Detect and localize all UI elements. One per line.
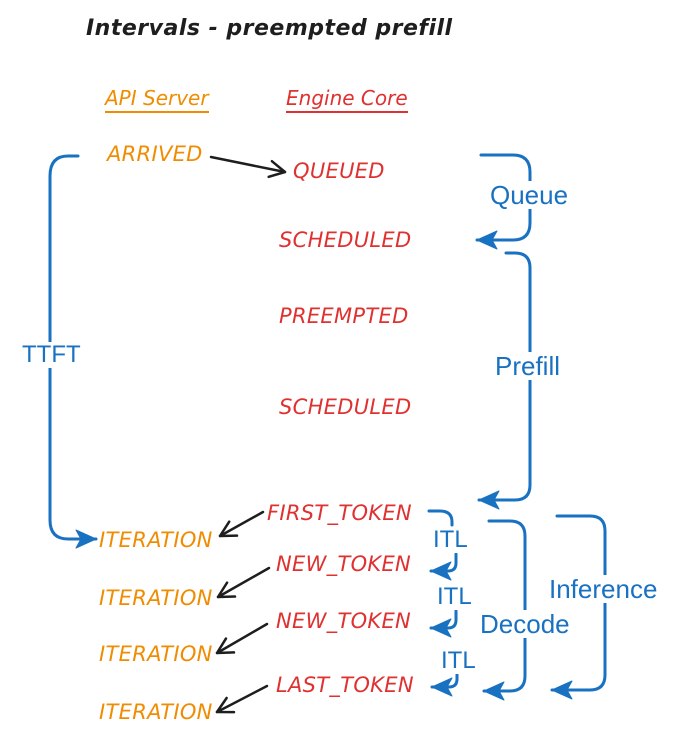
interval-label-inference: Inference <box>546 575 661 603</box>
inference-bracket-arrow <box>550 514 607 700</box>
interval-label-itl-3: ITL <box>438 648 479 674</box>
interval-label-ttft: TTFT <box>19 342 84 368</box>
itl2-hook-arrow <box>429 609 458 638</box>
event-iteration-4: ITERATION <box>99 700 213 724</box>
event-preempted: PREEMPTED <box>279 304 409 328</box>
event-iteration-1: ITERATION <box>99 528 213 552</box>
decode-bracket-arrow <box>482 519 527 701</box>
event-first-token: FIRST_TOKEN <box>267 501 412 525</box>
arrow-new-token-to-iteration-1 <box>216 566 271 599</box>
arrow-last-token-to-iteration <box>215 684 269 714</box>
page-title: Intervals - preempted prefill <box>86 16 453 41</box>
event-new-token-2: NEW_TOKEN <box>276 609 412 633</box>
api-server-column-header: API Server <box>105 88 209 113</box>
arrow-first-token-to-iteration <box>218 510 265 538</box>
arrow-arrived-to-queued <box>209 155 287 179</box>
engine-core-column-header: Engine Core <box>286 88 408 113</box>
interval-label-prefill: Prefill <box>492 352 564 380</box>
interval-label-itl-2: ITL <box>434 584 475 610</box>
arrow-new-token-to-iteration-2 <box>215 622 269 655</box>
itl1-top-bracket <box>427 509 454 527</box>
event-iteration-3: ITERATION <box>99 642 213 666</box>
event-iteration-2: ITERATION <box>99 586 213 610</box>
interval-label-decode: Decode <box>477 610 573 638</box>
interval-label-queue: Queue <box>487 181 572 209</box>
event-last-token: LAST_TOKEN <box>276 673 414 697</box>
event-new-token-1: NEW_TOKEN <box>276 552 412 576</box>
event-scheduled-1: SCHEDULED <box>279 228 412 252</box>
interval-label-itl-1: ITL <box>430 527 471 553</box>
event-queued: QUEUED <box>293 159 385 183</box>
event-arrived: ARRIVED <box>107 142 203 166</box>
itl1-hook-arrow <box>429 552 458 581</box>
event-scheduled-2: SCHEDULED <box>279 395 412 419</box>
itl3-hook-arrow <box>430 668 459 697</box>
